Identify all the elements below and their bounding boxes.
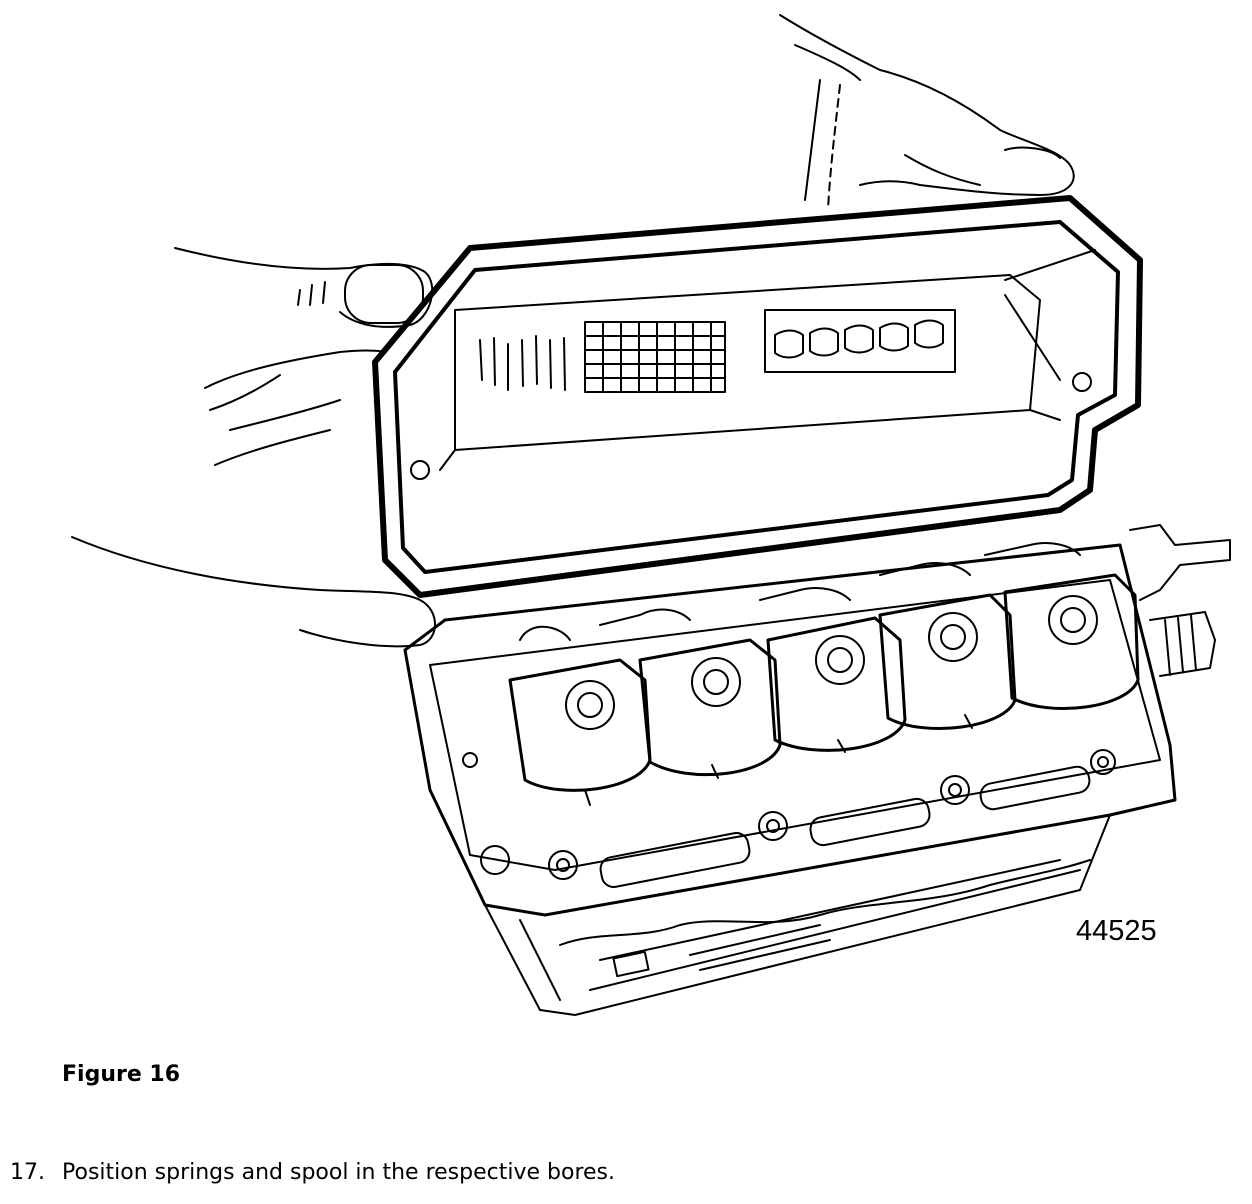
step-number: 17. (10, 1160, 45, 1185)
valve-block-cover-illustration: 44525 (71, 14, 1231, 1016)
step-text: Position springs and spool in the respec… (62, 1160, 615, 1185)
figure-caption: Figure 16 (62, 1062, 181, 1087)
solenoid-coil-icon (508, 542, 1140, 806)
instruction-step: 17. Position springs and spool in the res… (10, 1160, 615, 1185)
valve-cover-icon (372, 195, 1143, 598)
valve-block-icon (403, 524, 1231, 1016)
right-hand-icon (779, 14, 1075, 211)
illustration-number: 44525 (1076, 915, 1157, 947)
left-hand-icon (71, 247, 436, 648)
